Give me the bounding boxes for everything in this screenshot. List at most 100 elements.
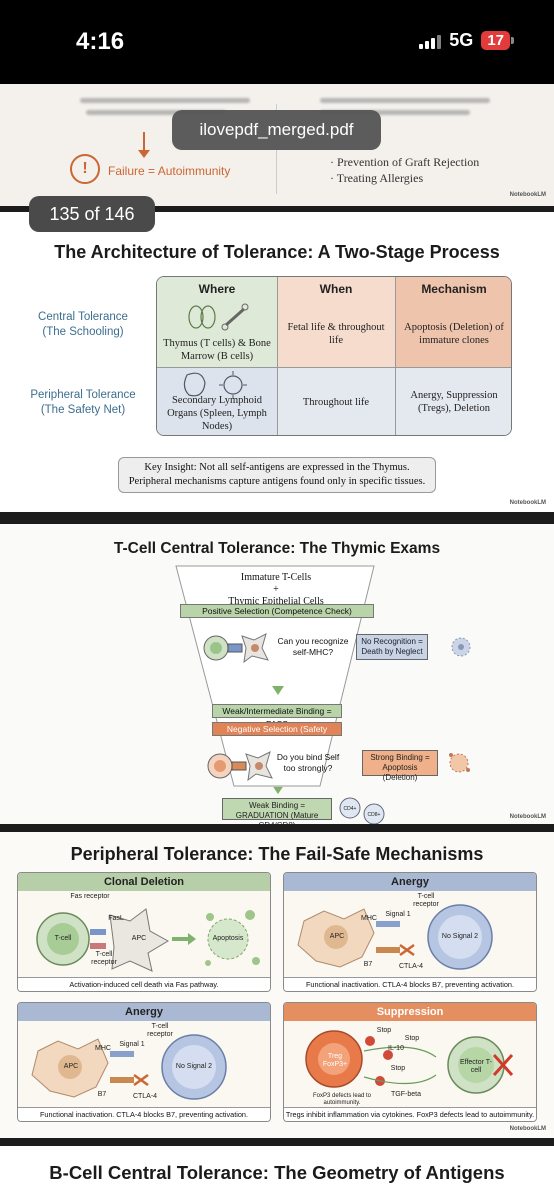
warning-icon: !: [70, 154, 100, 184]
label-apc: APC: [63, 1063, 79, 1070]
label-no-signal-2: No Signal 2: [175, 1063, 213, 1070]
page-counter: 135 of 146: [29, 196, 155, 232]
cell-peripheral-where: Secondary Lymphoid Organs (Spleen, Lymph…: [157, 367, 277, 435]
cell-peripheral-mechanism: Anergy, Suppression (Tregs), Deletion: [395, 367, 511, 435]
notebooklm-brand: NotebookLM: [509, 814, 546, 820]
dying-cell-icon: [451, 637, 471, 657]
down-arrow-icon: [138, 132, 150, 158]
file-title-pill[interactable]: ilovepdf_merged.pdf: [172, 110, 381, 150]
panel-heading: Anergy: [18, 1003, 270, 1021]
label-treg: Treg FoxP3+: [322, 1053, 348, 1068]
down-arrow-icon: [272, 686, 284, 695]
panel-heading: Suppression: [284, 1003, 536, 1021]
panel-heading: Clonal Deletion: [18, 873, 270, 891]
divider: [277, 277, 278, 435]
mature-tcell-icon: [339, 797, 385, 824]
label-il-10: IL-10: [388, 1045, 404, 1052]
positive-selection-bar: Positive Selection (Competence Check): [180, 604, 374, 618]
row-label-peripheral: Peripheral Tolerance (The Safety Net): [30, 389, 136, 416]
label-stop: Stop: [376, 1027, 392, 1034]
panel-anergy: Anergy T-cell receptor MHC Signal 1 APC …: [283, 872, 537, 992]
failure-label: Failure = Autoimmunity: [108, 164, 231, 178]
anergy-diagram: [31, 1034, 227, 1100]
list-item: · Prevention of Graft Rejection: [330, 155, 480, 169]
label-b7: B7: [97, 1091, 107, 1098]
header-mechanism: Mechanism: [395, 277, 511, 301]
pdf-page-135: The Architecture of Tolerance: A Two-Sta…: [0, 212, 554, 512]
list-item: · Treating Allergies: [330, 171, 424, 185]
down-arrow-icon: [273, 786, 283, 795]
status-time: 4:16: [76, 28, 125, 55]
label-signal-1: Signal 1: [119, 1041, 145, 1048]
negative-selection-bar: Negative Selection (Safety Check): [212, 722, 342, 747]
prev-page-list: · Prevention of Graft Rejection · Treati…: [330, 154, 479, 186]
panel-heading: Anergy: [284, 873, 536, 891]
cell-central-mechanism: Apoptosis (Deletion) of immature clones: [395, 301, 511, 367]
label-mhc: MHC: [95, 1045, 111, 1052]
divider: [395, 277, 396, 435]
funnel-input: Immature T-Cells + Thymic Epithelial Cel…: [228, 572, 324, 607]
question-self-mhc: Can you recognize self-MHC?: [277, 636, 349, 657]
label-fas-receptor: Fas receptor: [70, 893, 110, 900]
label-tcell-receptor: T-cell receptor: [147, 1023, 173, 1038]
cd8-label: CD8+: [367, 812, 381, 818]
panel-suppression: Suppression Treg FoxP3+ Stop IL-10 Stop …: [283, 1002, 537, 1122]
label-tgf-beta: TGF-beta: [391, 1091, 421, 1098]
row-label-central: Central Tolerance (The Schooling): [38, 311, 128, 338]
panel-caption: Activation-induced cell death via Fas pa…: [18, 977, 270, 991]
panel-caption: Tregs inhibit inflammation via cytokines…: [284, 1107, 536, 1121]
clonal-deletion-diagram: [36, 908, 260, 972]
pass-bar: Weak/Intermediate Binding = PASS: [212, 704, 342, 729]
label-foxp3-defects: FoxP3 defects lead to autoimmunity.: [312, 1093, 372, 1106]
no-recognition-box: No Recognition = Death by Neglect: [356, 634, 428, 660]
panel-clonal-deletion: Clonal Deletion Fas receptor FasL T-cell…: [17, 872, 271, 992]
label-apc: APC: [131, 935, 147, 942]
graduation-box: Weak Binding = GRADUATION (Mature CD4/CD…: [222, 798, 332, 824]
pdf-page-138: B-Cell Central Tolerance: The Geometry o…: [0, 1146, 554, 1200]
cd4-label: CD4+: [343, 806, 357, 812]
divider: [157, 367, 511, 368]
panel-caption: Functional inactivation. CTLA-4 blocks B…: [284, 977, 536, 991]
slide-title: Peripheral Tolerance: The Fail-Safe Mech…: [70, 844, 484, 864]
header-when: When: [277, 277, 395, 301]
slide-title: T-Cell Central Tolerance: The Thymic Exa…: [113, 540, 441, 557]
notebooklm-brand: NotebookLM: [509, 192, 546, 198]
suppression-diagram: [305, 1030, 514, 1094]
label-tcell-receptor: T-cell receptor: [91, 951, 117, 966]
strong-binding-box: Strong Binding = Apoptosis (Deletion): [362, 750, 438, 782]
architecture-table: Where When Mechanism Thymus (T cells) & …: [156, 276, 512, 436]
tcell-apc-icon: [203, 633, 269, 664]
label-ctla-4: CTLA-4: [132, 1093, 158, 1100]
cell-central-when: Fetal life & throughout life: [277, 301, 395, 367]
pdf-page-137: Peripheral Tolerance: The Fail-Safe Mech…: [0, 832, 554, 1138]
pdf-viewer[interactable]: ! Failure = Autoimmunity · Prevention of…: [0, 84, 554, 1200]
slide-title: The Architecture of Tolerance: A Two-Sta…: [54, 242, 500, 262]
question-bind-self: Do you bind Self too strongly?: [276, 752, 340, 773]
label-b7: B7: [363, 961, 373, 968]
label-ctla-4: CTLA-4: [398, 963, 424, 970]
cellular-signal-icon: [419, 33, 442, 49]
status-indicators: 5G 17: [419, 30, 514, 51]
status-bar: 4:16 5G 17: [0, 0, 554, 84]
notebooklm-brand: NotebookLM: [509, 1126, 546, 1132]
label-effector-tcell: Effector T-cell: [459, 1059, 493, 1074]
pdf-page-136: T-Cell Central Tolerance: The Thymic Exa…: [0, 524, 554, 824]
header-where: Where: [157, 277, 277, 301]
label-apc: APC: [329, 933, 345, 940]
cell-peripheral-when: Throughout life: [277, 367, 395, 435]
thymus-bone-icon: [188, 303, 249, 331]
key-insight-box: Key Insight: Not all self-antigens are e…: [118, 457, 436, 493]
label-signal-1: Signal 1: [385, 911, 411, 918]
pdf-page-134: ! Failure = Autoimmunity · Prevention of…: [0, 84, 554, 206]
network-type: 5G: [449, 30, 474, 50]
label-apoptosis: Apoptosis: [212, 935, 244, 942]
panel-caption: Functional inactivation. CTLA-4 blocks B…: [18, 1107, 270, 1121]
label-no-signal-2: No Signal 2: [441, 933, 479, 940]
lymph-organ-icon: [183, 371, 247, 399]
label-stop: Stop: [390, 1065, 406, 1072]
label-tcell-receptor: T-cell receptor: [413, 893, 439, 908]
panel-anergy-2: Anergy T-cell receptor MHC Signal 1 APC …: [17, 1002, 271, 1122]
notebooklm-brand: NotebookLM: [509, 500, 546, 506]
label-mhc: MHC: [361, 915, 377, 922]
anergy-diagram: [297, 904, 493, 970]
